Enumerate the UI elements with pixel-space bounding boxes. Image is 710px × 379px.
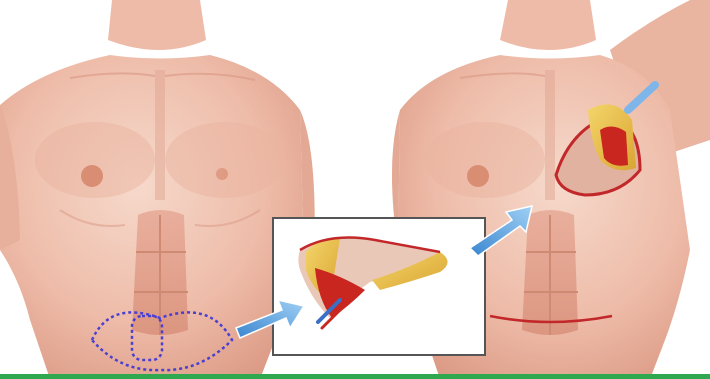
nipple-right <box>467 165 489 187</box>
nipple-left-a <box>81 165 103 187</box>
nipple-left-b <box>216 168 228 180</box>
bottom-accent-bar <box>0 374 710 379</box>
flap-inset <box>273 218 485 355</box>
